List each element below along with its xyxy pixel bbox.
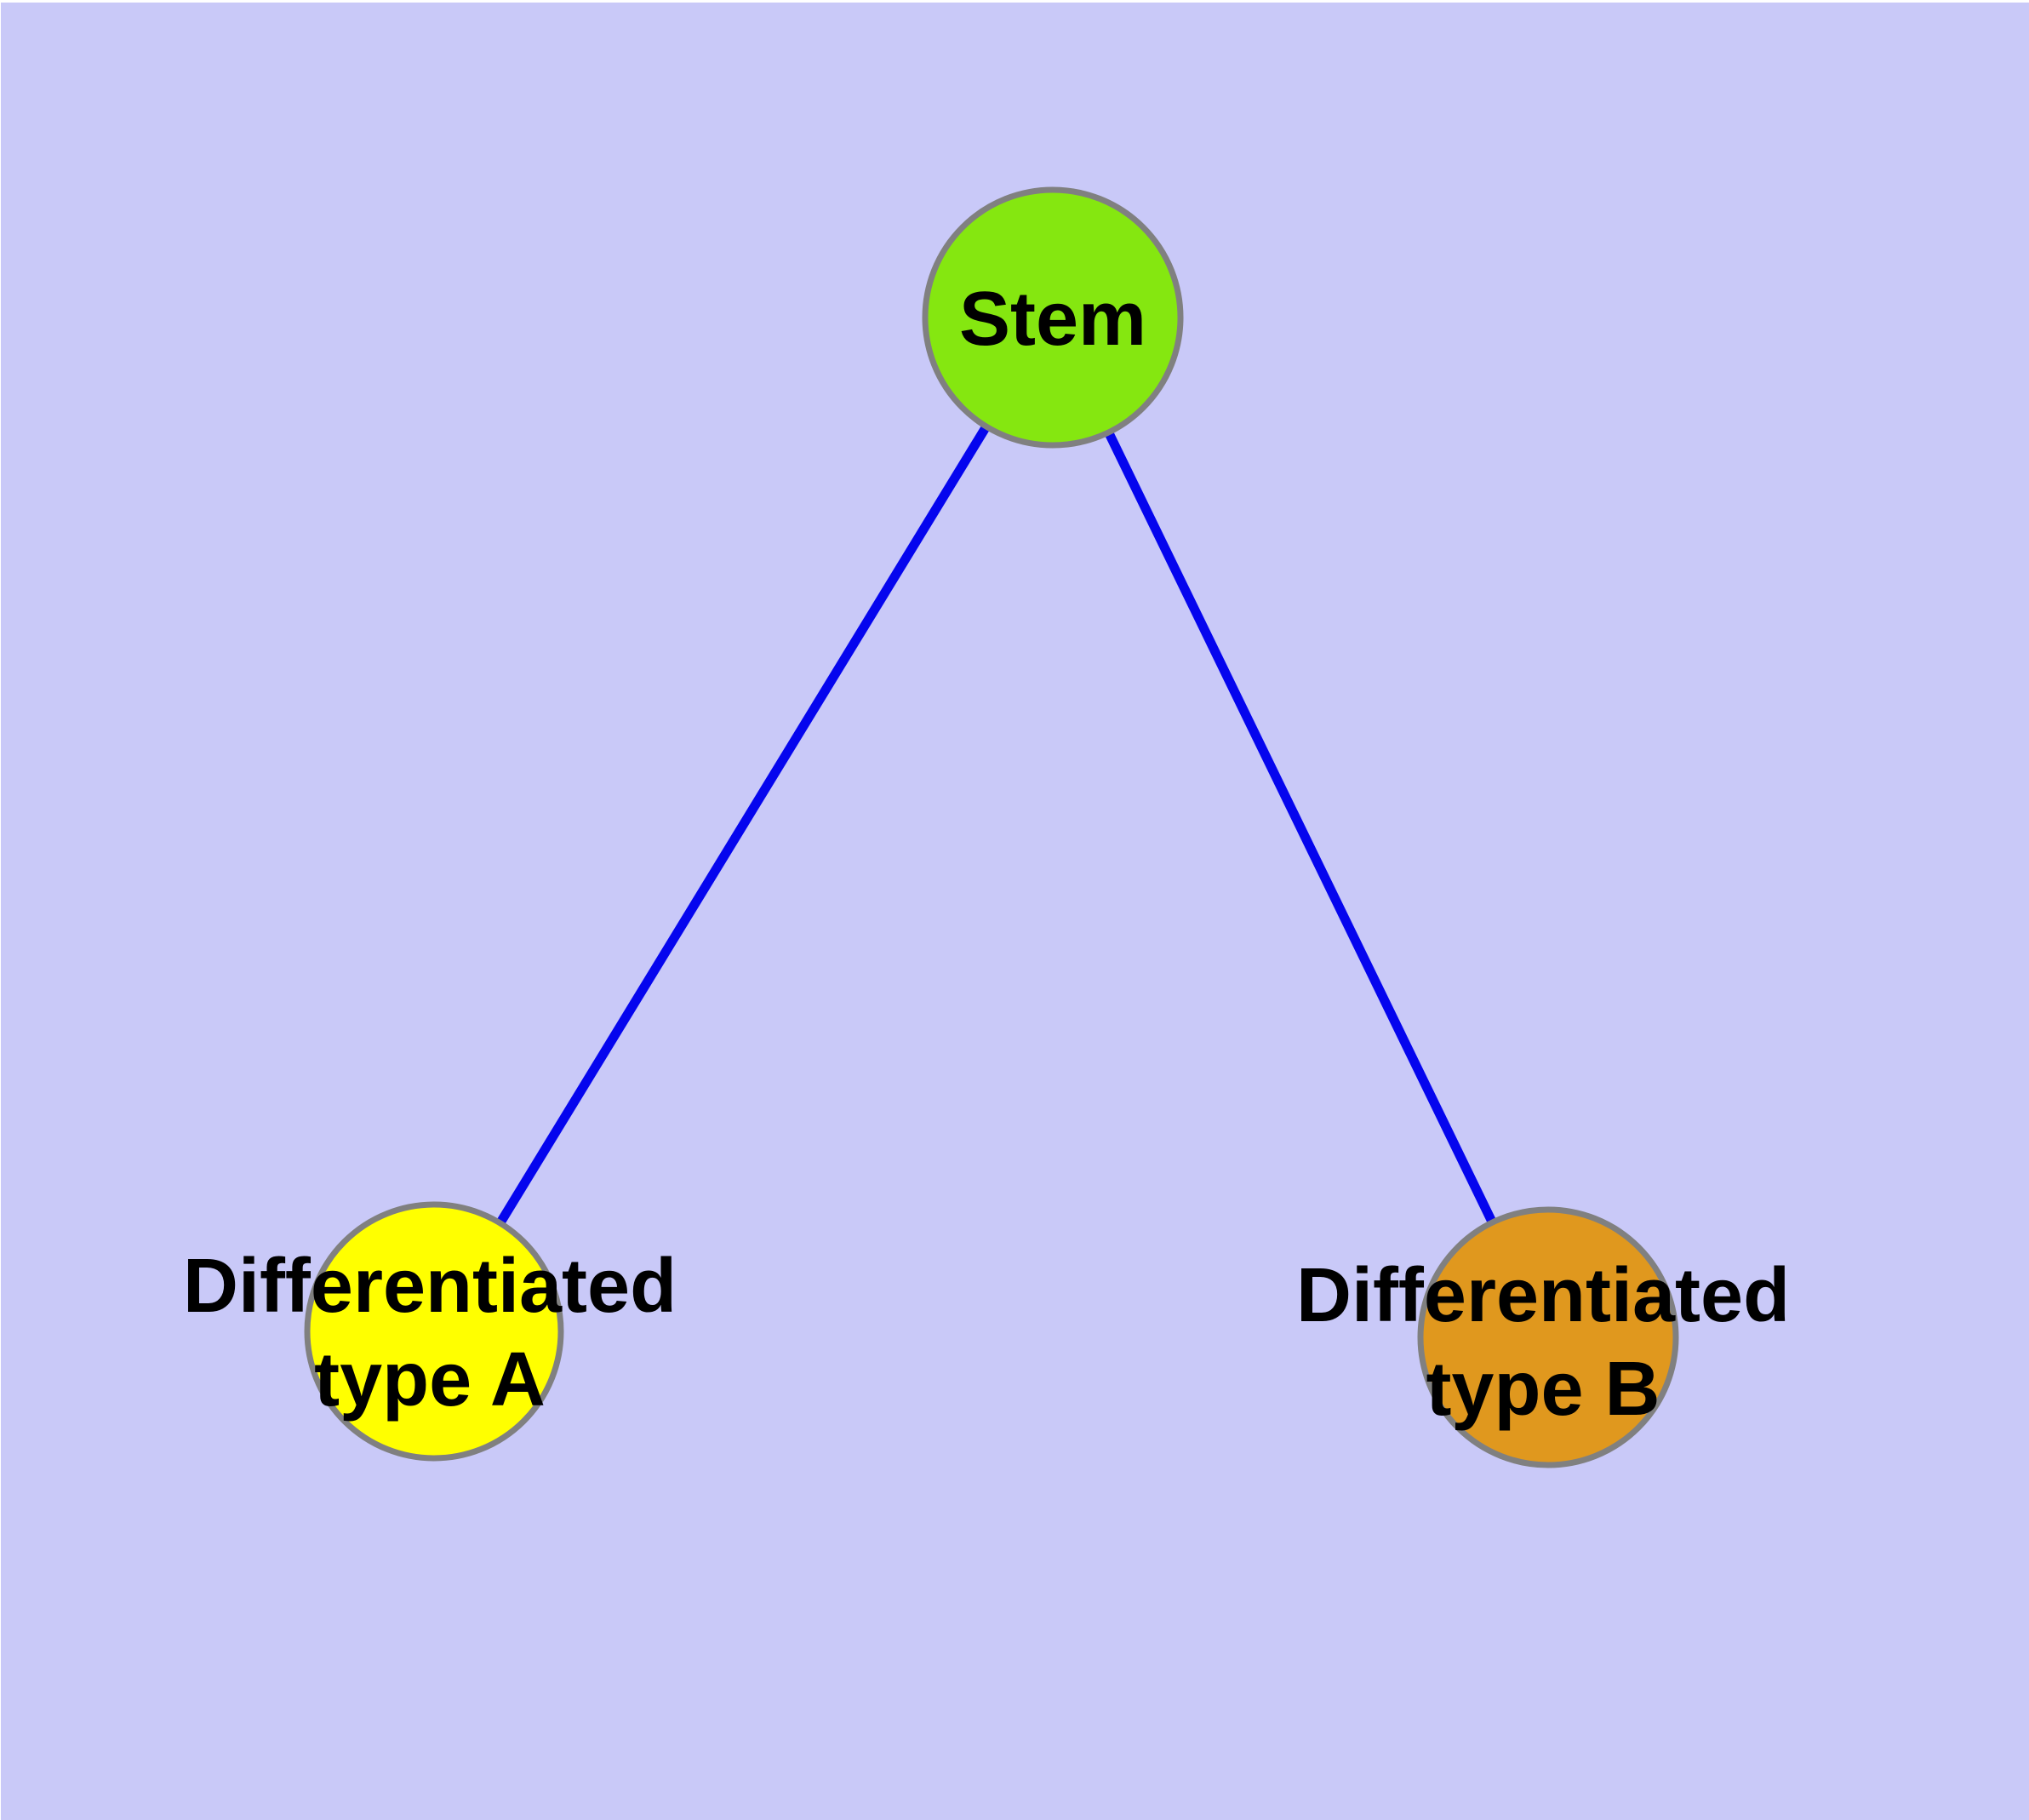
node-stem-circle [922,186,1184,449]
node-stem-label: Stem [958,277,1147,362]
node-type-b-label: Differentiated type B [1295,1253,1791,1432]
node-type-a-circle [304,1201,564,1462]
edge-stem-to-type-b [1049,315,1552,1340]
node-type-b-circle [1417,1206,1679,1468]
edge-stem-to-type-a [430,315,1057,1334]
node-type-a-label: Differentiated type A [182,1244,677,1422]
